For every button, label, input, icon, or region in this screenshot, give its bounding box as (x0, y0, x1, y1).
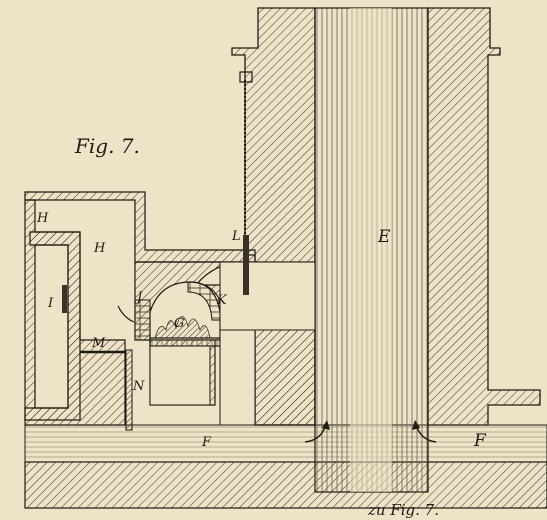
label-k: K (216, 293, 228, 308)
damper-plate (243, 235, 249, 295)
outer-wall (24, 191, 256, 263)
label-m: M (91, 336, 106, 351)
label-h-mid: H (93, 241, 106, 256)
brick-pier-j (134, 299, 151, 341)
label-e: E (377, 227, 391, 247)
label-g: G (174, 316, 184, 331)
label-f-right: F (473, 431, 487, 451)
lower-chamber (219, 329, 256, 426)
figure-title: Fig. 7. (74, 134, 140, 158)
label-f-left: F (201, 435, 212, 450)
ground-base (24, 461, 547, 509)
label-h-upper: H (36, 211, 49, 226)
figure-caption: zu Fig. 7. (367, 501, 439, 519)
label-l: L (231, 229, 241, 244)
flow-arrow-left-head (322, 420, 330, 430)
fire-flames-g (154, 316, 211, 339)
slide-i (62, 285, 67, 313)
horizontal-flue (219, 261, 316, 331)
flow-arrow-right-head (412, 420, 420, 430)
label-j: J (134, 290, 143, 305)
inner-wall-mid (24, 231, 126, 426)
flue-duct-f (24, 424, 547, 463)
chimney-shaft-highlight (350, 8, 392, 492)
regulator-n (125, 349, 133, 431)
flow-arrow-firebox (117, 305, 135, 323)
label-i: I (47, 296, 54, 311)
label-n: N (132, 379, 145, 394)
ash-pit (149, 345, 211, 406)
grate (149, 337, 221, 347)
chimney-wall-right (427, 7, 541, 426)
chain-bracket (239, 71, 253, 83)
